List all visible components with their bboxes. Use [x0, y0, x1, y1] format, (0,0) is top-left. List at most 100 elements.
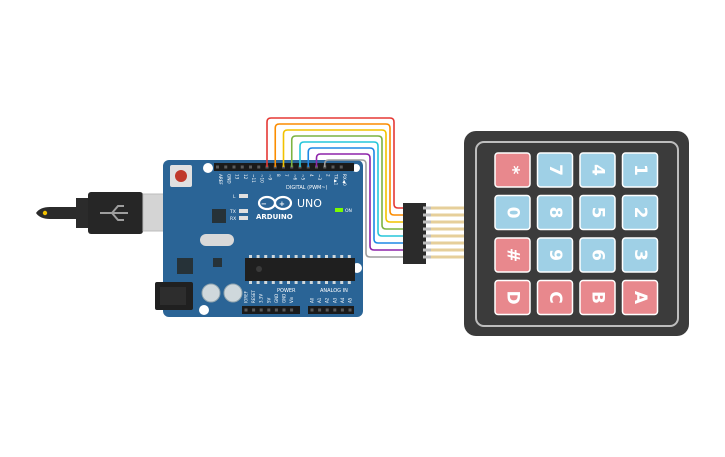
power-header — [242, 306, 300, 314]
key-2[interactable]: 2 — [621, 194, 659, 231]
key-label: 4 — [588, 164, 608, 176]
key-cap[interactable] — [494, 279, 531, 316]
key-cap[interactable] — [621, 194, 659, 231]
tx-label: TX — [229, 209, 236, 215]
key-cap[interactable] — [621, 237, 659, 273]
key-cap[interactable] — [621, 279, 659, 316]
key-label: * — [503, 166, 523, 175]
key-c[interactable]: C — [536, 279, 574, 316]
key-label: 6 — [588, 249, 608, 261]
key-label: 9 — [545, 249, 565, 261]
power-pin-hole[interactable] — [267, 308, 271, 312]
digital-pin-label: 8 — [276, 174, 281, 177]
arduino-logo: − + — [257, 195, 293, 211]
key-cap[interactable] — [494, 152, 531, 188]
power-pin-hole[interactable] — [274, 308, 278, 312]
connector-pins — [423, 206, 431, 259]
on-label: ON — [345, 208, 352, 214]
digital-pin-hole[interactable] — [249, 165, 252, 169]
key-cap[interactable] — [536, 152, 574, 188]
rx-label: RX — [230, 216, 236, 222]
key-cap[interactable] — [579, 237, 616, 273]
svg-text:−: − — [261, 200, 267, 208]
analog-pin-hole[interactable] — [325, 308, 329, 312]
key-cap[interactable] — [494, 194, 531, 231]
jumper-wire[interactable] — [282, 129, 407, 223]
small-chip — [213, 258, 222, 267]
chip-leg — [249, 281, 252, 284]
digital-pin-label: TX▲1 — [334, 173, 339, 186]
jumper-wires[interactable] — [266, 117, 407, 258]
digital-pin-label: ~5 — [301, 174, 306, 181]
key-4[interactable]: 4 — [579, 152, 616, 188]
crystal-oscillator — [200, 234, 234, 246]
digital-pin-label: ~3 — [317, 174, 322, 181]
analog-pin-hole[interactable] — [310, 308, 314, 312]
chip-leg — [325, 255, 328, 258]
chip-leg — [340, 255, 344, 258]
power-pin-hole[interactable] — [282, 308, 286, 312]
jumper-wire[interactable] — [274, 123, 406, 216]
key-7[interactable]: 7 — [536, 152, 574, 188]
jumper-wire[interactable] — [266, 117, 406, 209]
power-pin-label: RESET — [251, 290, 256, 303]
ribbon-trace — [431, 234, 466, 238]
key-0[interactable]: 0 — [494, 194, 531, 231]
chip-leg — [279, 255, 283, 258]
key-cap[interactable] — [579, 194, 616, 231]
digital-pin-hole[interactable] — [232, 165, 236, 169]
analog-pin-hole[interactable] — [318, 308, 322, 312]
key-cap[interactable] — [621, 152, 659, 188]
key-label: A — [630, 291, 650, 305]
jumper-wire[interactable] — [290, 135, 406, 230]
key-1[interactable]: 1 — [621, 152, 659, 188]
digital-pin-hole[interactable] — [240, 165, 244, 169]
jumper-wire[interactable] — [323, 159, 406, 258]
analog-pin-hole[interactable] — [333, 308, 337, 312]
tx-led — [239, 209, 248, 213]
key-cap[interactable] — [536, 237, 574, 273]
connector-pin — [423, 255, 431, 259]
reset-button-cap[interactable] — [175, 170, 187, 182]
key-cap[interactable] — [494, 237, 531, 273]
key-star[interactable]: * — [494, 152, 531, 188]
key-a[interactable]: A — [621, 279, 659, 316]
analog-pin-label: A4 — [340, 297, 345, 303]
key-cap[interactable] — [579, 152, 616, 188]
power-pin-hole[interactable] — [244, 308, 248, 312]
key-9[interactable]: 9 — [536, 237, 574, 273]
analog-pin-hole[interactable] — [348, 308, 352, 312]
chip-leg — [317, 255, 321, 258]
analog-label: ANALOG IN — [320, 288, 348, 294]
key-b[interactable]: B — [579, 279, 616, 316]
digital-pin-hole[interactable] — [331, 165, 335, 169]
key-hash[interactable]: # — [494, 237, 531, 273]
key-3[interactable]: 3 — [621, 237, 659, 273]
power-pin-hole[interactable] — [252, 308, 256, 312]
jumper-wire[interactable] — [315, 153, 407, 251]
power-pin-hole[interactable] — [259, 308, 263, 312]
key-5[interactable]: 5 — [579, 194, 616, 231]
power-pin-label: GND — [274, 294, 279, 303]
key-cap[interactable] — [579, 279, 616, 316]
key-6[interactable]: 6 — [579, 237, 616, 273]
jumper-wire[interactable] — [299, 141, 406, 237]
digital-pin-label: 4 — [309, 174, 314, 177]
analog-pin-hole[interactable] — [340, 308, 344, 312]
analog-pin-label: A3 — [332, 297, 337, 303]
digital-pin-hole[interactable] — [216, 165, 219, 169]
key-cap[interactable] — [536, 279, 574, 316]
jumper-wire[interactable] — [307, 147, 406, 244]
key-d[interactable]: D — [494, 279, 531, 316]
digital-pin-hole[interactable] — [339, 165, 343, 169]
digital-pin-hole[interactable] — [257, 165, 261, 169]
digital-pin-hole[interactable] — [224, 165, 228, 169]
keypad-connector[interactable] — [403, 203, 466, 264]
key-cap[interactable] — [536, 194, 574, 231]
power-pin-hole[interactable] — [290, 308, 294, 312]
key-8[interactable]: 8 — [536, 194, 574, 231]
